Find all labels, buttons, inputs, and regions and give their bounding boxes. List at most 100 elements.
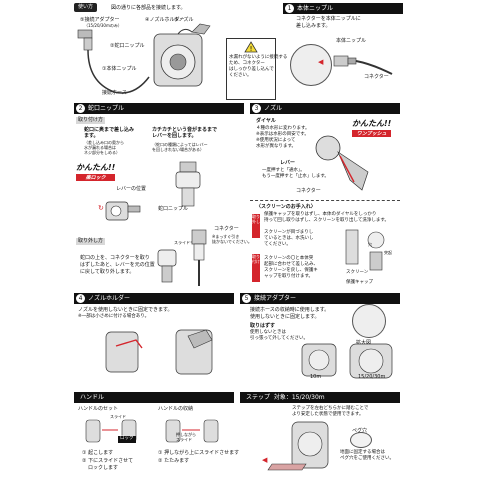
step-illustration — [267, 421, 329, 471]
adapter-sub-label: （15/20/30mのみ） — [84, 23, 122, 28]
s2-step-b-2: レバーを回します。 — [152, 133, 197, 139]
step-peg-label: ペグ穴 — [352, 428, 368, 434]
section-1-number: 1 — [285, 4, 294, 13]
s2-step-b-note-2: を回しきれない場合がある） — [152, 147, 204, 152]
s3-screen-step3-4: ャップを取り付けます。 — [264, 274, 314, 279]
handle-set-label: ハンドルのセット — [78, 406, 119, 412]
s3-screen-label: スクリーン — [346, 270, 369, 275]
nozzle-shape — [191, 23, 211, 35]
s5-desc-2: 使用しないときに固定します。 — [250, 314, 320, 320]
handle-illustration — [85, 419, 219, 443]
adapter-num: ⑤接続アダプター — [80, 17, 120, 23]
s2-step-a-note-1: （差し込み口の奥から — [84, 140, 124, 145]
s4-holder-illustration — [105, 329, 213, 375]
section-4-number: 4 — [76, 294, 85, 303]
caution-line-1: 水漏れがないように接続する — [229, 55, 288, 60]
step-header: ステップ 対象：15/20/30m — [240, 392, 400, 403]
s4-desc-1: ノズルを使用しないときに固定できます。 — [78, 307, 173, 313]
s3-dial-label: ダイヤル — [256, 118, 276, 124]
handle-store-label: ハンドルの収納 — [158, 406, 194, 412]
handle-store-2: ② たたみます — [158, 458, 190, 464]
s2-step-a-note-2: 水が漏れる場合は — [84, 145, 116, 150]
connect-hose-label: 接続ホース — [102, 90, 127, 96]
handle-press-label: 押しながら — [176, 432, 196, 437]
section-3-title: ノズル — [264, 105, 283, 112]
s1-desc-1: コネクターを本体ニップルに — [296, 16, 361, 22]
adapter-shape — [77, 29, 93, 39]
nozzle-holder-label: ④ノズルホルダー — [145, 17, 185, 23]
nozzle-label: ③ノズル — [174, 17, 194, 23]
s2-slide-ring-label: スライドリング — [174, 240, 202, 245]
section-2-title: 蛇口ニップル — [88, 105, 125, 112]
s2-step-b-note-1: （蛇口の種類によってはレバー — [152, 142, 208, 147]
s5-desc-1: 接続ホースの収納時に使用します。 — [250, 307, 330, 313]
s3-nozzle-illustration — [315, 135, 369, 191]
faucet-nipple-label: ②蛇口ニップル — [110, 43, 145, 49]
s2-step-a-note-3: ネジ部分をしめる） — [84, 150, 120, 155]
s2-remove-label: 取り外し方 — [76, 238, 106, 245]
handle-slide2-label: スライド — [176, 437, 192, 442]
s5-zoom-circle — [352, 304, 386, 338]
step-title: ステップ — [246, 394, 271, 401]
s5-remove-label: 取りはずす — [250, 323, 276, 329]
svg-text:!: ! — [250, 45, 253, 53]
s2-remove-text-3: に戻して取り外します。 — [80, 269, 135, 275]
caution-line-4: ください。 — [229, 73, 252, 78]
handle-store-1: ① 押しながら上にスライドさせます — [158, 450, 240, 456]
s3-cap-label: 保護キャップ — [346, 280, 373, 285]
s5-152030-label: 15/20/30m — [358, 374, 386, 380]
s3-side-attach: 取り付け — [252, 254, 260, 282]
body-nipple-label: ①本体ニップル — [102, 66, 137, 72]
section-1-title: 本体ニップル — [297, 5, 334, 12]
s1-desc-2: 差し込みます。 — [296, 23, 331, 29]
s5-reel-illustration — [301, 343, 393, 379]
s5-10m-label: 10m — [310, 374, 322, 380]
usage-intro: 図の通りに各部品を接続します。 — [111, 5, 186, 11]
step-desc-2: より安定した状態で使用できます。 — [292, 412, 364, 417]
s2-lever-pos-label: レバーの位置 — [116, 186, 147, 192]
s3-divider — [250, 200, 400, 201]
faucet-nipple-shape — [83, 37, 93, 51]
s1-body-nipple-label: 本体ニップル — [336, 38, 367, 44]
caution-line-2: ため、コネクター — [229, 61, 265, 66]
s5-remove-desc-1: 使用しないときは — [250, 330, 286, 335]
s3-screen-title: 〈スクリーンのお手入れ〉 — [256, 204, 316, 210]
s3-screen-step3-2: 起部に合わせて差し込み、 — [264, 262, 318, 267]
handle-slide-label: スライド — [110, 414, 126, 419]
handle-lock-label: ロック — [118, 436, 136, 443]
section-3-number: 3 — [252, 104, 261, 113]
section-5-title: 接続アダプター — [254, 295, 297, 302]
step-peg-note-2: ペグ穴をご使用ください。 — [340, 456, 394, 461]
s2-note-1: ※まっすぐ引き — [212, 234, 240, 239]
s5-zoom-label: 拡大図 — [356, 340, 372, 346]
s1-zoom-circle — [290, 44, 332, 86]
s2-note-2: 抜かないでください。 — [212, 239, 252, 244]
s3-screen-step2-2: ているときは、水洗いし — [264, 236, 314, 241]
handle-step-2b: ロックします — [88, 465, 119, 471]
s3-screen-step3-3: スクリーンを戻し、保護キ — [264, 268, 318, 273]
caution-line-3: はしっかり差し込んで — [229, 67, 274, 72]
s2-lever-illustration — [105, 201, 141, 221]
s1-connector-label: コネクター — [364, 74, 389, 80]
section-5-number: 5 — [242, 294, 251, 303]
s3-lever-desc-1: 一度押すと「通水」。 — [262, 168, 305, 173]
s2-connector-illustration — [191, 229, 207, 286]
handle-step-2a: ② 下にスライドさせて — [82, 458, 134, 464]
s3-lever-label: レバー — [280, 160, 296, 166]
s3-screen-step1-1: 保護キャップを取りはずし、本体のダイヤルをしっかり — [264, 212, 377, 217]
s2-attach-label: 取り付け方 — [76, 117, 106, 124]
insert-arrow-icon: ◀ — [318, 58, 324, 66]
s3-screen-step2-1: スクリーンが目づまりし — [264, 230, 314, 235]
s2-remove-text-1: 蛇口の上を、コネクターを取り — [80, 255, 150, 261]
section-4-title: ノズルホルダー — [88, 295, 131, 302]
s3-protrusion-label: 突起 — [384, 250, 392, 255]
step-left-arrow-icon: ◀ — [262, 456, 268, 464]
s3-screen-step1-2: 持って回し取りはずし、スクリーンを取り出して洗浄します。 — [264, 218, 389, 223]
s2-faucet-nipple-label: 蛇口ニップル — [158, 206, 189, 212]
usage-illustration — [77, 23, 211, 94]
handle-step-1: ① 起こします — [82, 450, 114, 456]
